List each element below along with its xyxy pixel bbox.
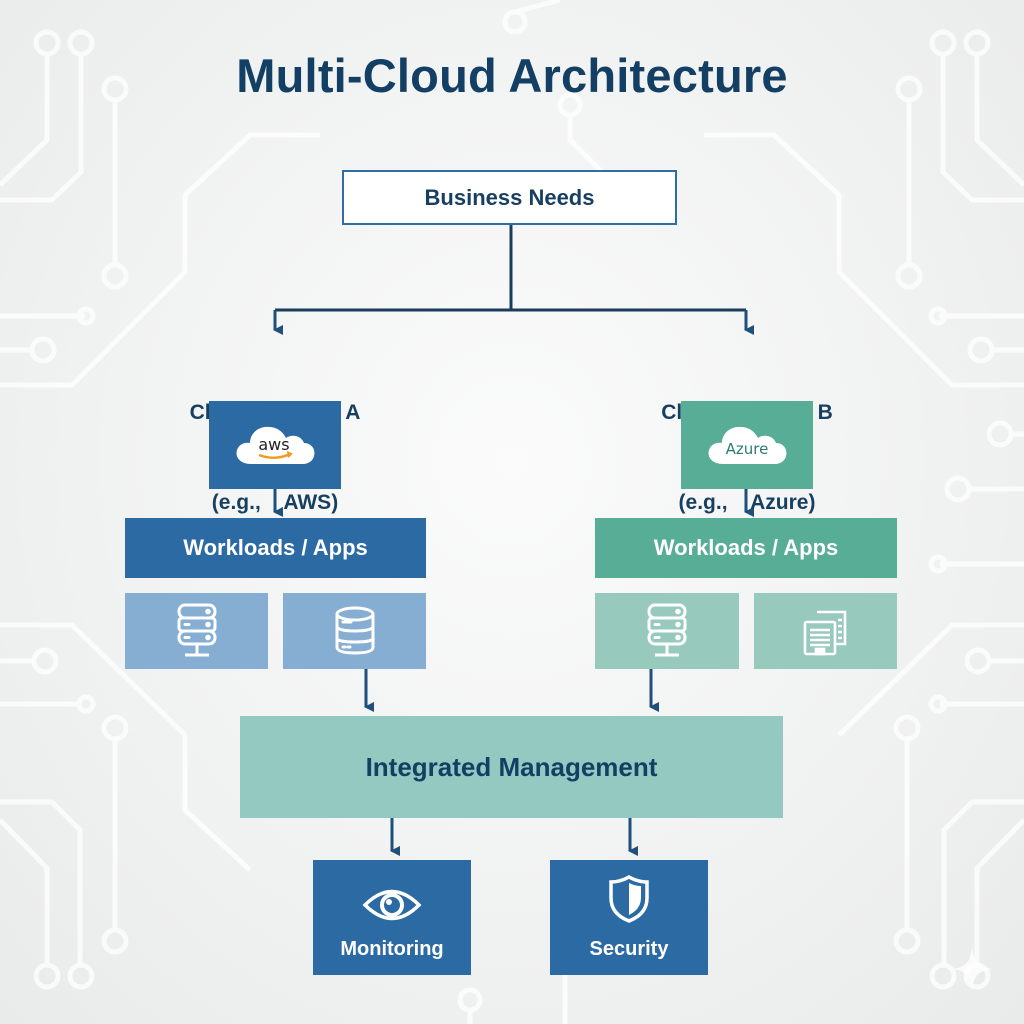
provider-a-example: (e.g., AWS) xyxy=(211,491,339,514)
provider-b-tile-server xyxy=(595,593,739,669)
provider-b-workloads-header: Workloads / Apps xyxy=(595,518,897,578)
sparkle-icon xyxy=(952,947,992,991)
security-label: Security xyxy=(589,938,669,960)
provider-b-workloads-label: Workloads / Apps xyxy=(653,535,839,560)
provider-b-tile-documents xyxy=(754,593,897,669)
aws-logo-text: aws xyxy=(258,435,289,454)
monitoring-label: Monitoring xyxy=(340,938,444,960)
provider-b-example: (e.g., Azure) xyxy=(678,491,816,514)
integrated-management-label: Integrated Management xyxy=(365,751,658,782)
azure-cloud-icon: Azure xyxy=(708,426,787,464)
azure-logo-text: Azure xyxy=(726,440,769,458)
shield-icon xyxy=(609,874,649,923)
provider-a-tile-server xyxy=(125,593,268,669)
provider-a-workloads-header: Workloads / Apps xyxy=(125,518,426,578)
provider-a-logo-box: aws xyxy=(209,401,341,489)
aws-cloud-icon: aws xyxy=(236,426,315,464)
database-icon xyxy=(335,606,374,655)
page-title: Multi-Cloud Architecture xyxy=(236,49,788,102)
documents-icon xyxy=(803,610,846,656)
integrated-management-box: Integrated Management xyxy=(240,716,783,818)
business-needs-box: Business Needs xyxy=(342,170,677,225)
server-icon xyxy=(647,603,687,657)
server-icon xyxy=(177,603,216,657)
monitoring-box: Monitoring xyxy=(313,860,471,975)
business-needs-label: Business Needs xyxy=(424,184,595,210)
provider-a-workloads-label: Workloads / Apps xyxy=(183,535,368,560)
provider-b-logo-box: Azure xyxy=(681,401,813,489)
provider-a-tile-database xyxy=(283,593,426,669)
eye-icon xyxy=(362,889,422,921)
security-box: Security xyxy=(550,860,708,975)
